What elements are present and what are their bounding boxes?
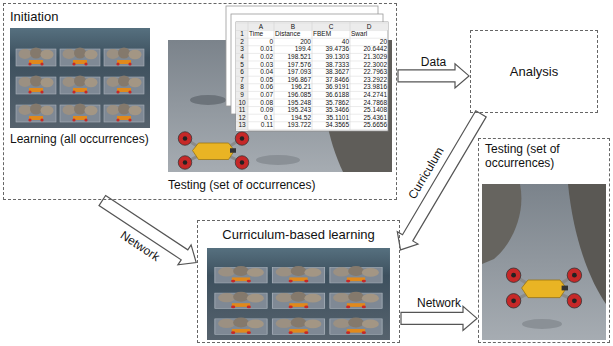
table-cell: 25.4361 (351, 114, 387, 122)
table-cell: 25.6656 (351, 121, 387, 129)
image-caption: Testing (set of occurrences) (168, 178, 315, 192)
table-cell: 0.05 (249, 76, 273, 84)
table-cell: 36.6188 (313, 91, 349, 99)
table-cell: 8 (237, 83, 247, 91)
table-cell: 11 (237, 106, 247, 114)
table-cell: 0.03 (249, 61, 273, 69)
table-cell: 39.1303 (313, 53, 349, 61)
table-cell: 22.7963 (351, 68, 387, 76)
table-cell: 0.1 (249, 114, 273, 122)
table-cell: 22.3002 (351, 61, 387, 69)
table-cell: 0.01 (249, 45, 273, 53)
block-arrow (99, 196, 196, 265)
table-cell: 23.2922 (351, 76, 387, 84)
table-cell: 196.867 (275, 76, 311, 84)
table-cell: 0.09 (249, 106, 273, 114)
table-cell: 197.576 (275, 61, 311, 69)
table-cell: 196.085 (275, 91, 311, 99)
table-cell: 34.3565 (313, 121, 349, 129)
table-cell: 0.07 (249, 91, 273, 99)
table-cell: 38.7333 (313, 61, 349, 69)
table-cell: 23.9816 (351, 83, 387, 91)
process-box: Analysis (470, 30, 598, 113)
table-cell: 4 (237, 53, 247, 61)
table-cell: C (313, 23, 349, 31)
table-cell: 6 (237, 68, 247, 76)
table-cell: 12 (237, 114, 247, 122)
process-box: Testing (set of occurrences) (478, 138, 610, 343)
process-box: Curriculum-based learning (197, 220, 400, 343)
table-cell: 40 (313, 38, 349, 46)
table-cell: 37.8466 (313, 76, 349, 84)
table-cell: Swarl (351, 30, 387, 38)
table-cell: 198.521 (275, 53, 311, 61)
box-title: Initiation (10, 9, 58, 25)
table-cell: 197.093 (275, 68, 311, 76)
table-cell: 20 (351, 38, 387, 46)
table-cell: 24.2741 (351, 91, 387, 99)
table-cell: 1 (237, 30, 247, 38)
table-cell: 0.02 (249, 53, 273, 61)
table-cell: 0.08 (249, 99, 273, 107)
table-cell: 194.52 (275, 114, 311, 122)
table-cell: 20.6442 (351, 45, 387, 53)
block-arrow (397, 111, 486, 250)
table-cell: 3 (237, 45, 247, 53)
learning-image (10, 28, 150, 128)
box-title: Testing (set of occurrences) (485, 142, 603, 171)
table-cell: 7 (237, 76, 247, 84)
table-cell: 0.04 (249, 68, 273, 76)
table-cell: 0 (249, 38, 273, 46)
table-cell: B (275, 23, 311, 31)
table-cell: 199.4 (275, 45, 311, 53)
arrow-label: Data (420, 55, 447, 69)
table-cell: 25.1408 (351, 106, 387, 114)
table-cell: 13 (237, 121, 247, 129)
table-cell: 21.3029 (351, 53, 387, 61)
table-cell: 2 (237, 38, 247, 46)
table-cell: 35.7862 (313, 99, 349, 107)
table-cell: FBEM (313, 30, 349, 38)
box-title: Analysis (510, 64, 558, 80)
table-cell: 38.3627 (313, 68, 349, 76)
spreadsheet (226, 6, 388, 131)
table-cell: 39.4736 (313, 45, 349, 53)
table-cell: 35.3466 (313, 106, 349, 114)
arrow-label: Network (416, 296, 462, 310)
table-cell: 200 (275, 38, 311, 46)
table-cell: Distance (275, 30, 311, 38)
testing-image (482, 184, 606, 340)
table-cell: 0.11 (249, 121, 273, 129)
table-cell: 196.21 (275, 83, 311, 91)
table-cell: 195.248 (275, 99, 311, 107)
table-cell: 36.9191 (313, 83, 349, 91)
table-cell: 24.7868 (351, 99, 387, 107)
table-cell: 0.06 (249, 83, 273, 91)
table-cell: 10 (237, 99, 247, 107)
box-title: Curriculum-based learning (222, 227, 374, 243)
table-cell: D (351, 23, 387, 31)
table-cell: 5 (237, 61, 247, 69)
table-cell: 35.1101 (313, 114, 349, 122)
learning-image (207, 248, 390, 340)
table-cell: A (249, 23, 273, 31)
table-cell: 9 (237, 91, 247, 99)
image-caption: Learning (all occurrences) (10, 132, 149, 146)
table-cell: Time (249, 30, 273, 38)
table-cell: 193.722 (275, 121, 311, 129)
table-cell: 195.243 (275, 106, 311, 114)
